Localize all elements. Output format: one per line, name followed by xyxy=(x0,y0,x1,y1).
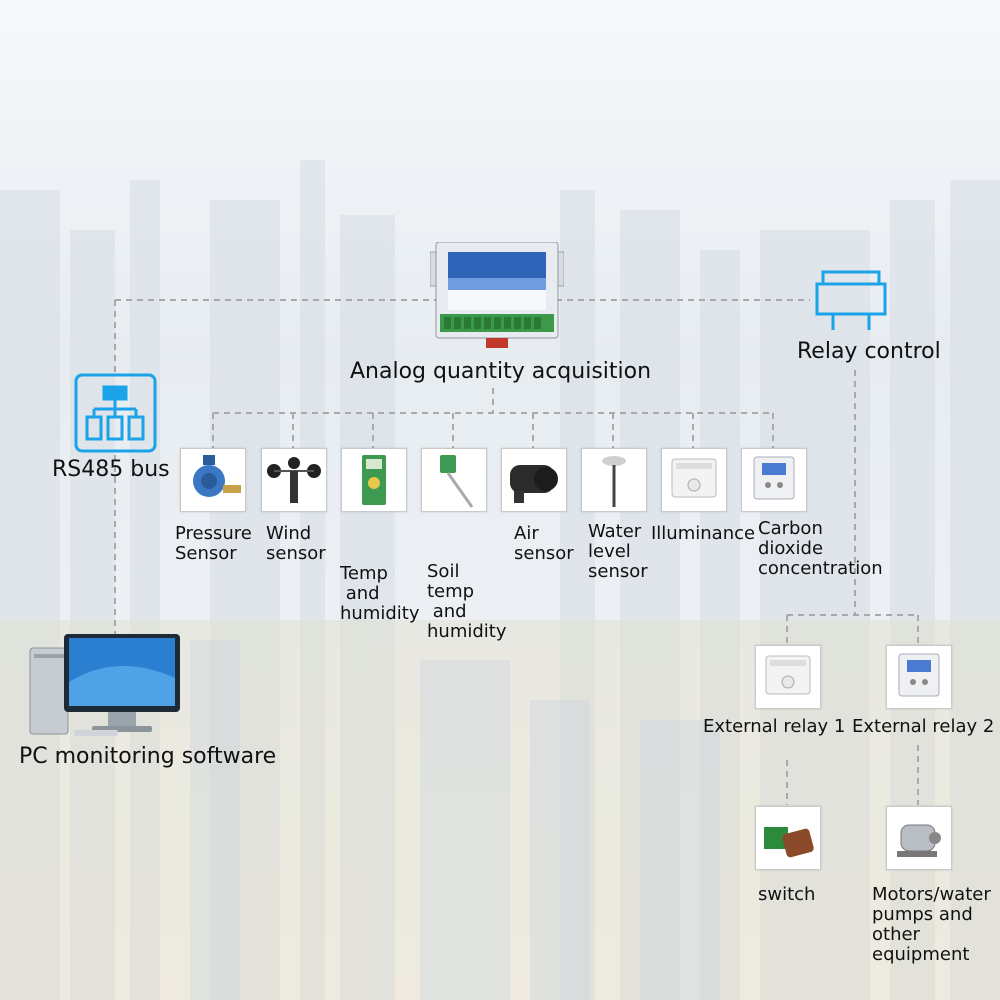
acquisition-module-image xyxy=(429,241,565,350)
switch-label: switch xyxy=(758,884,816,905)
module-title: Analog quantity acquisition xyxy=(350,359,652,384)
network-icon xyxy=(74,373,157,453)
sensor-label-illuminance: Illuminance xyxy=(651,523,756,544)
external-relay-1-image xyxy=(755,645,821,709)
external-relay-2-image xyxy=(886,645,952,709)
wind-sensor-image xyxy=(261,448,327,512)
relay-control-title: Relay control xyxy=(797,339,941,364)
pressure-sensor-image xyxy=(180,448,246,512)
relay-icon xyxy=(815,270,887,332)
switch-image xyxy=(755,806,821,870)
motor-image xyxy=(886,806,952,870)
soil-sensor-image xyxy=(421,448,487,512)
pc-title: PC monitoring software xyxy=(19,744,277,769)
air-sensor-image xyxy=(501,448,567,512)
temp-humidity-sensor-image xyxy=(341,448,407,512)
water-level-sensor-image xyxy=(581,448,647,512)
co2-sensor-image xyxy=(741,448,807,512)
external-relay-2-label: External relay 2 xyxy=(852,716,995,737)
pc-computer-image xyxy=(28,632,183,738)
illuminance-sensor-image xyxy=(661,448,727,512)
rs485-title: RS485 bus xyxy=(52,457,170,482)
external-relay-1-label: External relay 1 xyxy=(703,716,846,737)
